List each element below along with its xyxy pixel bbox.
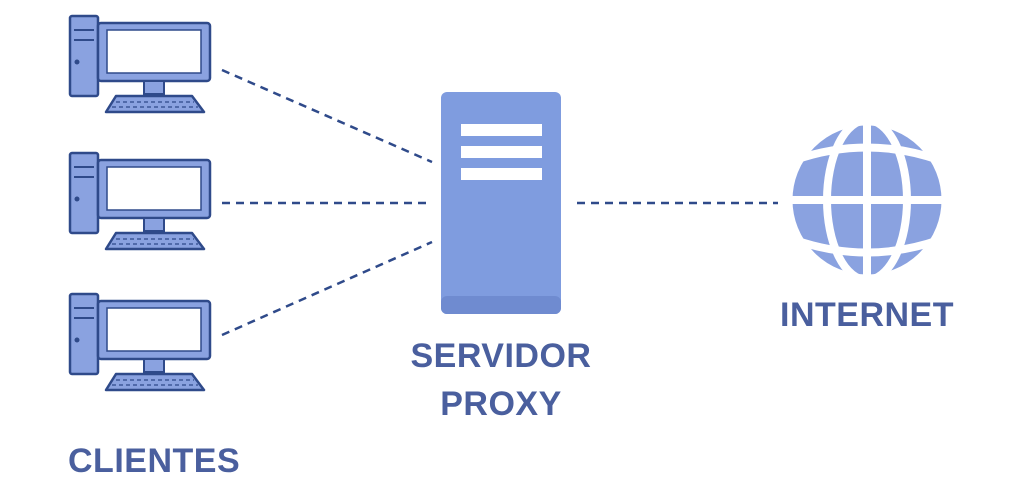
connectors: [221, 68, 778, 337]
client-computer-1-icon: [68, 14, 212, 114]
connector-client-1-proxy: [221, 68, 433, 164]
client-computer-3-icon: [68, 292, 212, 392]
proxy-label-line-2: PROXY: [440, 385, 562, 423]
server-tower-icon: [441, 92, 561, 314]
proxy-label-line-1: SERVIDOR: [410, 337, 592, 375]
connector-client-3-proxy: [221, 240, 433, 337]
internet-label: INTERNET: [780, 296, 954, 334]
globe-icon: [787, 120, 947, 280]
clients-label: CLIENTES: [68, 442, 241, 480]
client-computer-2-icon: [68, 151, 212, 251]
